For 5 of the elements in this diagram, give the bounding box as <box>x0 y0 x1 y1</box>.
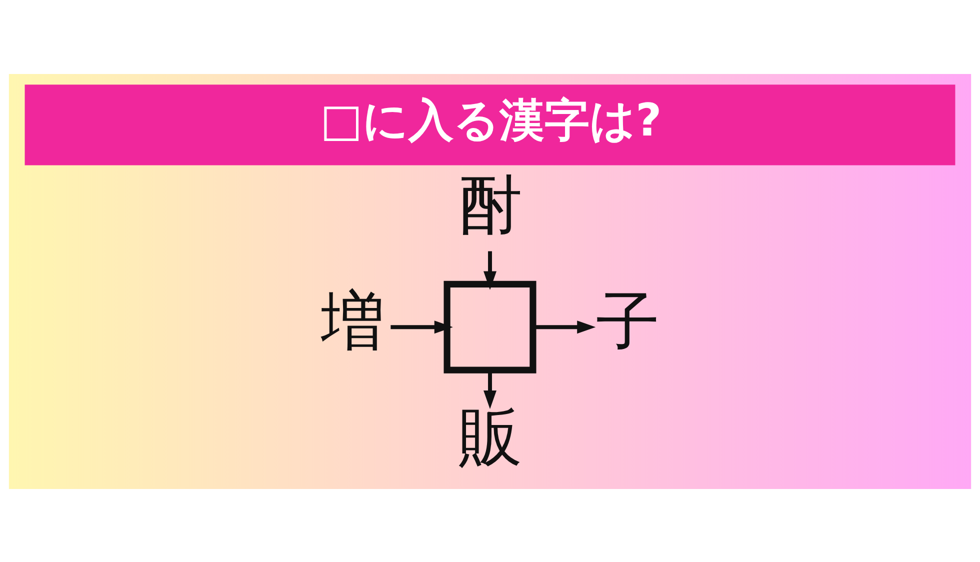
node-text: 酎 <box>458 167 522 242</box>
node-text: 増 <box>321 283 384 358</box>
node-text: 販 <box>458 400 522 474</box>
diagram-title: □に入る漢字は? <box>320 93 662 146</box>
node-text: 子 <box>596 283 659 358</box>
